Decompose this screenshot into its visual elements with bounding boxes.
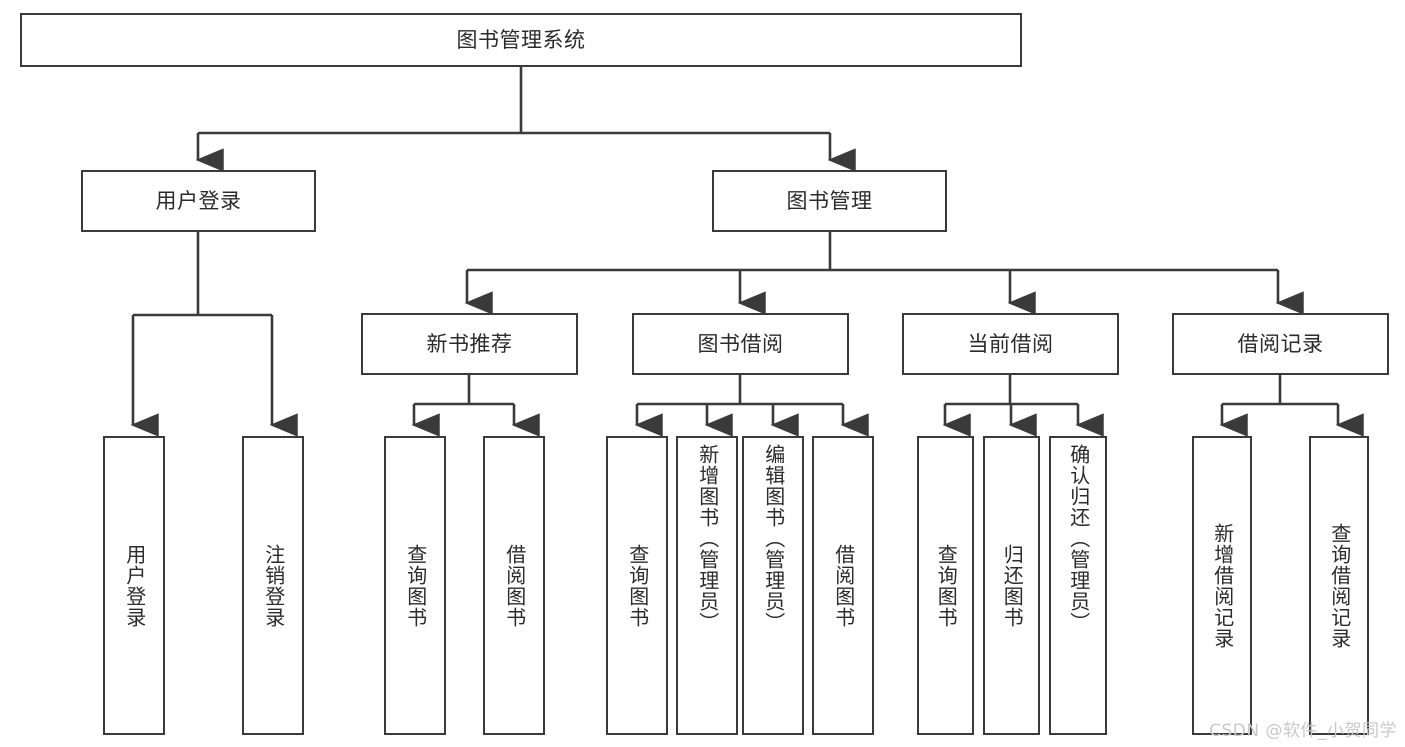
leaf-current-confirm-return-admin[interactable]: 确认归还（管理员） — [1049, 436, 1107, 735]
leaf-user-login-signout-label: 注销登录 — [261, 543, 286, 628]
node-new-book-recommend-label: 新书推荐 — [426, 331, 513, 356]
leaf-new-book-query[interactable]: 查询图书 — [384, 436, 446, 735]
leaf-borrow-edit-book-admin-label: 编辑图书（管理员） — [761, 444, 786, 633]
leaf-current-query-book-label: 查询图书 — [934, 543, 959, 628]
node-borrow-records[interactable]: 借阅记录 — [1172, 313, 1389, 375]
leaf-borrow-add-book-admin-label: 新增图书（管理员） — [695, 444, 720, 633]
node-current-borrow-label: 当前借阅 — [967, 331, 1054, 356]
node-book-borrow-label: 图书借阅 — [697, 331, 784, 356]
node-current-borrow[interactable]: 当前借阅 — [902, 313, 1119, 375]
node-user-login-label: 用户登录 — [155, 188, 242, 213]
leaf-borrow-query-book[interactable]: 查询图书 — [606, 436, 668, 735]
leaf-borrow-borrow-book[interactable]: 借阅图书 — [812, 436, 874, 735]
node-root[interactable]: 图书管理系统 — [20, 13, 1022, 67]
node-new-book-recommend[interactable]: 新书推荐 — [361, 313, 578, 375]
leaf-borrow-borrow-book-label: 借阅图书 — [831, 543, 856, 628]
node-root-label: 图书管理系统 — [456, 27, 586, 52]
leaf-borrow-query-book-label: 查询图书 — [625, 543, 650, 628]
leaf-current-return-book-label: 归还图书 — [1000, 543, 1025, 628]
leaf-new-book-query-label: 查询图书 — [403, 543, 428, 628]
leaf-records-add-record-label: 新增借阅记录 — [1210, 522, 1235, 649]
node-book-management-label: 图书管理 — [786, 188, 873, 213]
leaf-current-return-book[interactable]: 归还图书 — [983, 436, 1040, 735]
node-book-borrow[interactable]: 图书借阅 — [632, 313, 849, 375]
node-borrow-records-label: 借阅记录 — [1237, 331, 1324, 356]
leaf-new-book-borrow-label: 借阅图书 — [502, 543, 527, 628]
leaf-user-login-signin[interactable]: 用户登录 — [103, 436, 165, 735]
csdn-watermark: CSDN @软件_小贺同学 — [1209, 721, 1397, 741]
leaf-current-query-book[interactable]: 查询图书 — [917, 436, 974, 735]
leaf-user-login-signin-label: 用户登录 — [122, 543, 147, 628]
leaf-borrow-add-book-admin[interactable]: 新增图书（管理员） — [676, 436, 738, 735]
leaf-records-query-record-label: 查询借阅记录 — [1327, 522, 1352, 649]
leaf-records-query-record[interactable]: 查询借阅记录 — [1309, 436, 1369, 735]
node-user-login[interactable]: 用户登录 — [81, 170, 316, 232]
node-book-management[interactable]: 图书管理 — [712, 170, 947, 232]
leaf-current-confirm-return-admin-label: 确认归还（管理员） — [1066, 444, 1091, 633]
leaf-new-book-borrow[interactable]: 借阅图书 — [483, 436, 545, 735]
leaf-borrow-edit-book-admin[interactable]: 编辑图书（管理员） — [742, 436, 804, 735]
leaf-user-login-signout[interactable]: 注销登录 — [242, 436, 304, 735]
leaf-records-add-record[interactable]: 新增借阅记录 — [1192, 436, 1252, 735]
